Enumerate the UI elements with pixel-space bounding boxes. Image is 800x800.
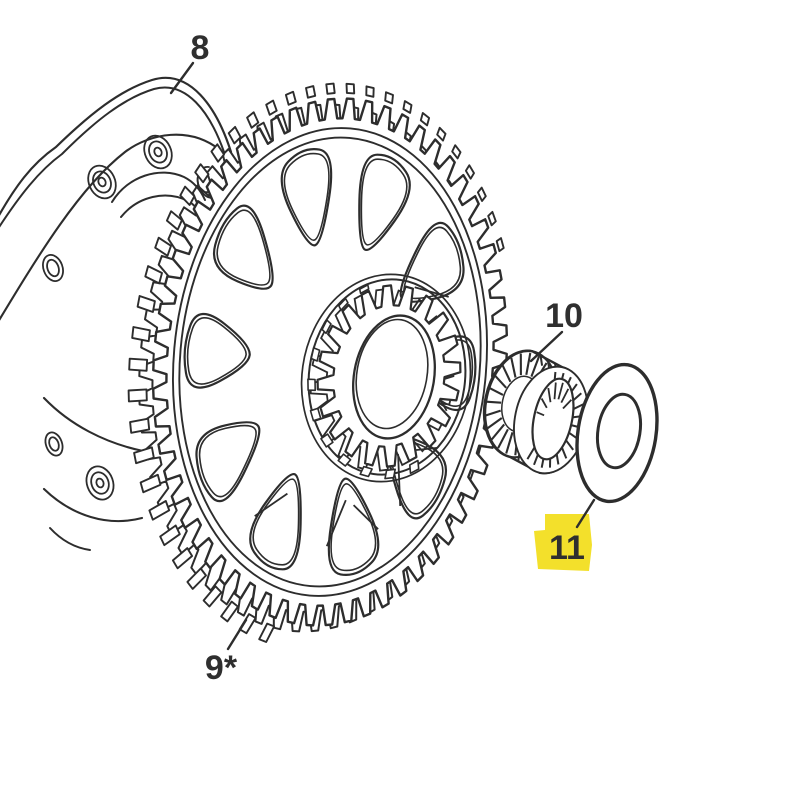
- part-label-11-highlighted[interactable]: 11: [549, 529, 585, 567]
- needle-roller-bearing: [482, 349, 589, 475]
- primary-driven-gear: [127, 82, 508, 643]
- rivet-hole-partial: [42, 254, 64, 282]
- thrust-washer: [575, 362, 659, 504]
- highlight-marker: [534, 514, 592, 571]
- leader-line-8: [169, 61, 195, 95]
- rivet-hole: [85, 465, 115, 501]
- callouts: 8 10 11 9*: [169, 29, 596, 687]
- part-label-9[interactable]: 9*: [205, 649, 238, 687]
- rivet-hole: [87, 164, 117, 200]
- rivet-hole-partial: [44, 431, 64, 457]
- part-label-8[interactable]: 8: [191, 29, 210, 67]
- clutch-housing-ring: [0, 76, 233, 551]
- leader-line-11: [575, 498, 596, 529]
- leader-line-9: [226, 618, 248, 651]
- leader-line-10: [529, 330, 564, 363]
- rivet-hole: [143, 134, 173, 170]
- part-label-10[interactable]: 10: [545, 297, 583, 335]
